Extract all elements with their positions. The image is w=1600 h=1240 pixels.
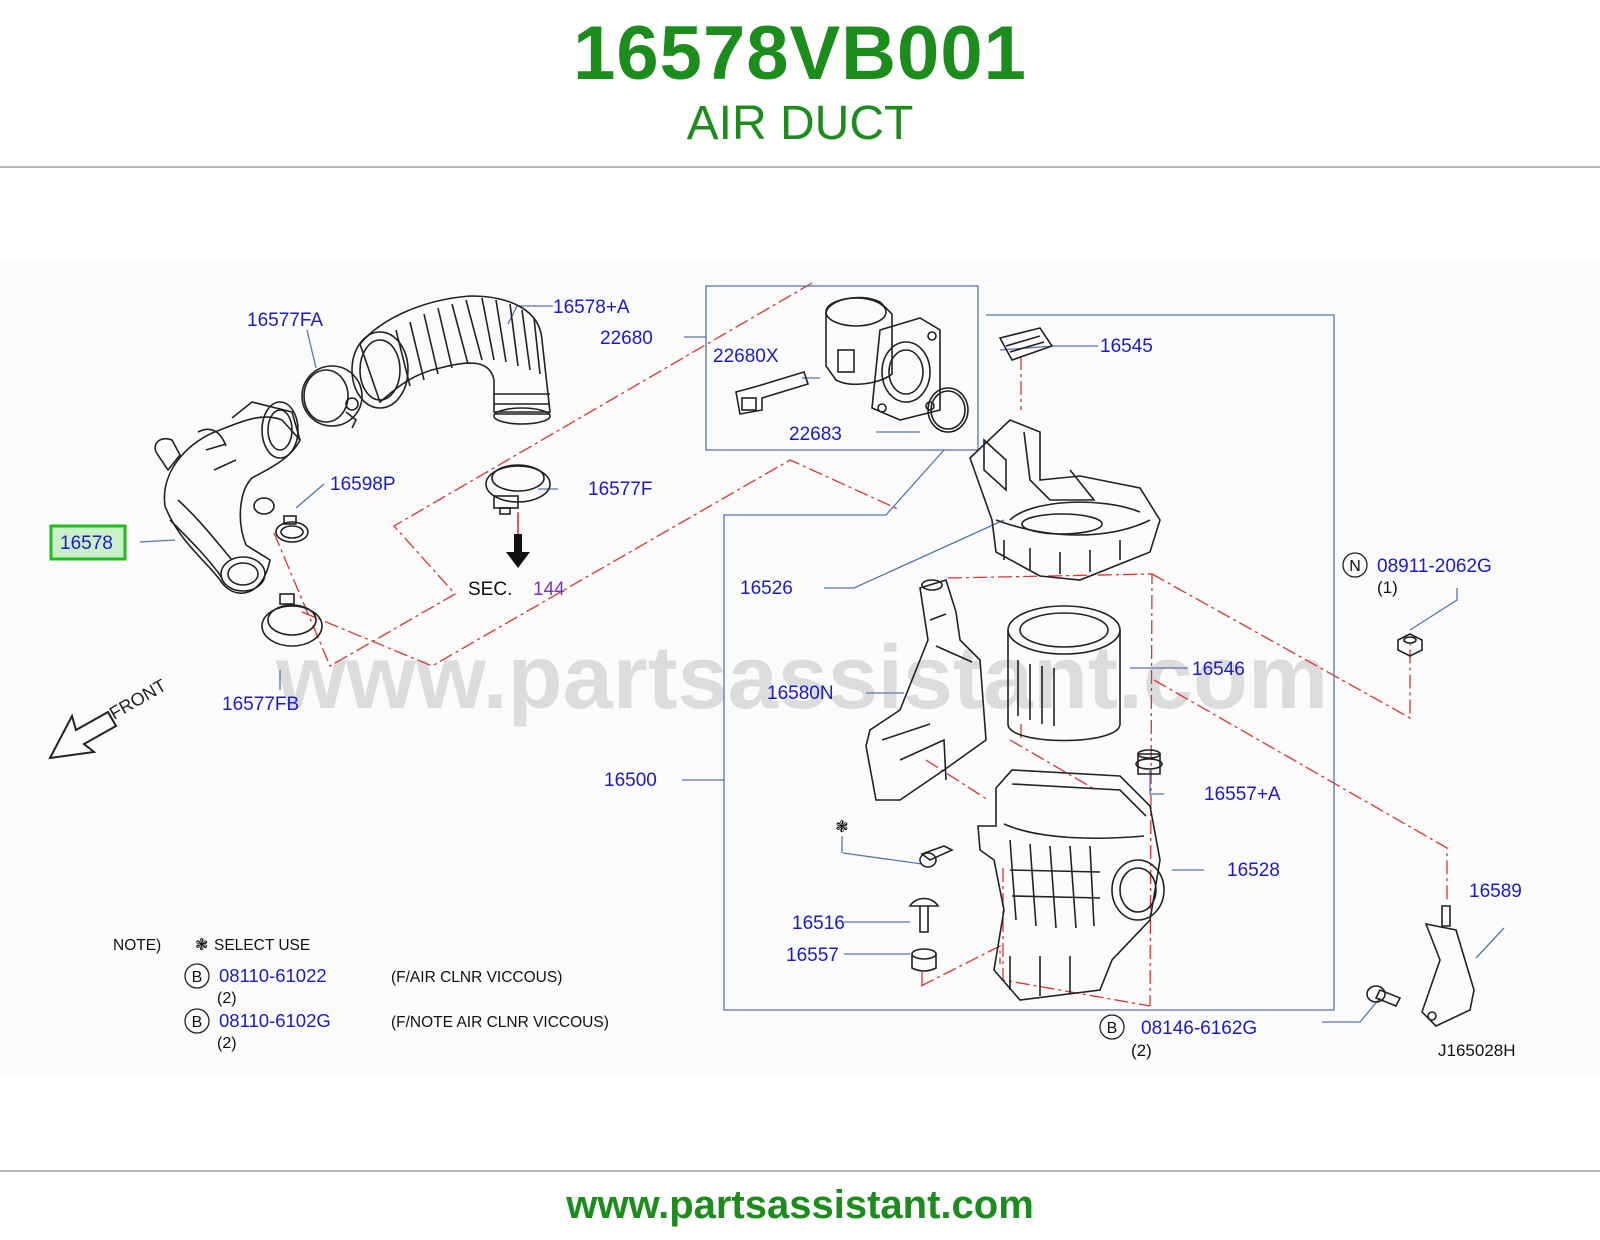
note-title: NOTE) — [113, 937, 161, 954]
callout-16577F[interactable]: 16577F — [588, 479, 652, 500]
front-label: FRONT — [106, 675, 170, 723]
note-desc-1: (F/AIR CLNR VICCOUS) — [391, 969, 562, 986]
callout-16577FB[interactable]: 16577FB — [222, 694, 299, 715]
callout-16546[interactable]: 16546 — [1192, 659, 1245, 680]
assembly-lines — [273, 282, 1448, 1007]
callout-16500[interactable]: 16500 — [604, 770, 657, 791]
front-arrow-icon — [48, 710, 118, 760]
callout-16577FA[interactable]: 16577FA — [247, 310, 323, 331]
note-symbol: ❃ — [195, 937, 208, 954]
callout-16516[interactable]: 16516 — [792, 913, 845, 934]
prefix-n: N — [1349, 558, 1361, 575]
sec-arrow-icon — [506, 534, 530, 568]
diagram-svg: www.partsassistant.com — [48, 282, 1522, 1060]
prefix-circle-b — [1099, 1014, 1125, 1040]
parts-diagram: www.partsassistant.com — [0, 262, 1600, 1074]
note-prefix-circle-2 — [184, 1008, 210, 1034]
airflow-meter — [735, 296, 969, 433]
callout-16526[interactable]: 16526 — [740, 578, 793, 599]
note-desc-2: (F/NOTE AIR CLNR VICCOUS) — [391, 1014, 609, 1031]
part-name-subtitle: AIR DUCT — [686, 97, 914, 150]
note-prefix-circle-1 — [184, 963, 210, 989]
prefix-b: B — [1107, 1020, 1118, 1037]
footer-site-link[interactable]: www.partsassistant.com — [566, 1183, 1034, 1227]
note-select-use: SELECT USE — [214, 937, 310, 954]
air-duct-assembly — [154, 295, 551, 647]
callout-08146-6162G[interactable]: 08146-6162G — [1141, 1018, 1257, 1039]
note-qty-2: (2) — [217, 1035, 237, 1052]
callout-16598P[interactable]: 16598P — [330, 474, 396, 495]
note-part-08110-61022[interactable]: 08110-61022 — [219, 965, 327, 986]
note-prefix-2: B — [192, 1014, 203, 1031]
callout-16545[interactable]: 16545 — [1100, 336, 1153, 357]
highlighted-part-box — [49, 524, 127, 561]
qty-08911: (1) — [1377, 578, 1398, 597]
note-part-08110-6102G[interactable]: 08110-6102G — [219, 1010, 331, 1031]
callout-08911-2062G[interactable]: 08911-2062G — [1377, 556, 1492, 577]
callout-16578A[interactable]: 16578+A — [553, 297, 630, 318]
note-qty-1: (2) — [217, 990, 237, 1007]
prefix-circle-n — [1342, 552, 1368, 578]
callout-16578[interactable]: 16578 — [60, 533, 113, 554]
header-divider — [0, 166, 1600, 168]
callout-22683[interactable]: 22683 — [789, 424, 842, 445]
sec-label: SEC. — [468, 579, 512, 600]
callout-22680[interactable]: 22680 — [600, 328, 653, 349]
footer-divider — [0, 1170, 1600, 1172]
diagram-code: J165028H — [1438, 1041, 1516, 1060]
page-header: 16578VB001 AIR DUCT — [0, 0, 1600, 168]
watermark-text: www.partsassistant.com — [275, 628, 1328, 728]
sec-number-link[interactable]: 144 — [533, 579, 565, 600]
part-number-title: 16578VB001 — [573, 11, 1027, 96]
air-cleaner-assembly — [865, 327, 1475, 1027]
note-block: NOTE) ❃ SELECT USE B 08110-61022 (2) (F/… — [113, 937, 609, 1052]
note-prefix-1: B — [192, 969, 203, 986]
qty-08146: (2) — [1131, 1041, 1152, 1060]
callout-16580N[interactable]: 16580N — [767, 683, 834, 704]
callout-16557[interactable]: 16557 — [786, 945, 839, 966]
callout-16557A[interactable]: 16557+A — [1204, 784, 1281, 805]
callout-16528[interactable]: 16528 — [1227, 860, 1280, 881]
callout-16589[interactable]: 16589 — [1469, 881, 1522, 902]
callout-22680X[interactable]: 22680X — [713, 346, 779, 367]
leader-lines — [139, 285, 1505, 1023]
select-use-icon: ❃ — [835, 819, 848, 836]
